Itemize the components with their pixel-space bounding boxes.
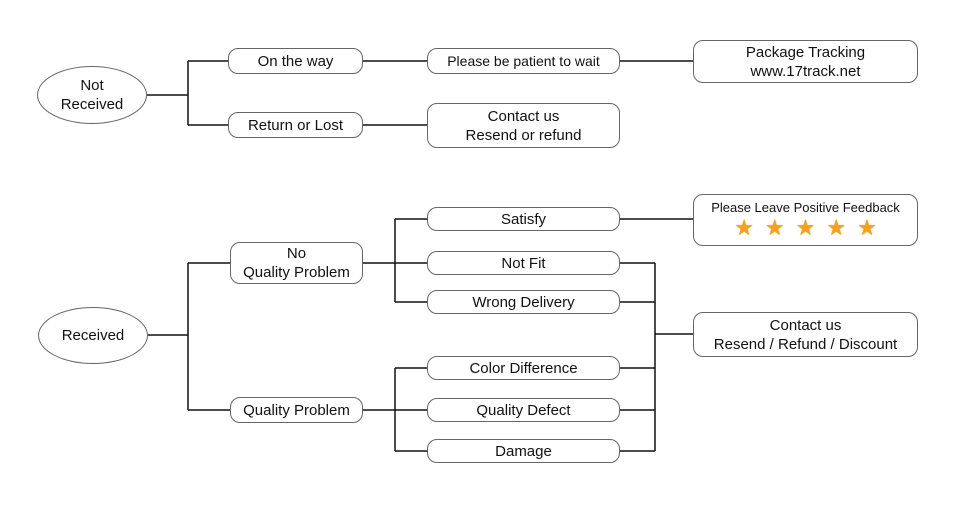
node-package-tracking-title: Package Tracking [745, 43, 866, 61]
node-not-fit: Not Fit [427, 251, 620, 275]
node-damage-label: Damage [495, 442, 552, 460]
node-quality-problem: Quality Problem [230, 397, 363, 423]
node-color-difference: Color Difference [427, 356, 620, 380]
node-received: Received [38, 307, 148, 364]
node-quality-problem-label: Quality Problem [243, 401, 350, 419]
node-please-be-patient-label: Please be patient to wait [447, 52, 600, 69]
package-tracking-url: www.17track.net [750, 62, 861, 80]
node-positive-feedback-title: Please Leave Positive Feedback [711, 200, 900, 215]
node-on-the-way-label: On the way [257, 52, 334, 70]
node-damage: Damage [427, 439, 620, 463]
node-wrong-delivery: Wrong Delivery [427, 290, 620, 314]
node-quality-defect: Quality Defect [427, 398, 620, 422]
node-package-tracking: Package Tracking www.17track.net [693, 40, 918, 83]
node-contact-discount-line2: Resend / Refund / Discount [713, 335, 898, 353]
node-no-quality-problem-line1: No [286, 245, 307, 262]
node-received-label: Received [61, 327, 125, 344]
node-return-or-lost: Return or Lost [228, 112, 363, 138]
node-color-difference-label: Color Difference [469, 359, 578, 377]
node-contact-discount-line1: Contact us [769, 316, 842, 334]
node-not-fit-label: Not Fit [501, 254, 546, 272]
node-not-received: Not Received [37, 66, 147, 124]
node-wrong-delivery-label: Wrong Delivery [472, 293, 575, 311]
node-please-be-patient: Please be patient to wait [427, 48, 620, 74]
node-contact-resend-refund-discount: Contact us Resend / Refund / Discount [693, 312, 918, 357]
node-satisfy: Satisfy [427, 207, 620, 231]
node-return-or-lost-label: Return or Lost [247, 116, 344, 134]
node-contact-resend-refund-line2: Resend or refund [465, 126, 582, 144]
node-positive-feedback: Please Leave Positive Feedback ★★★★★ [693, 194, 918, 246]
five-star-rating-icon: ★★★★★ [734, 215, 888, 240]
node-no-quality-problem-line2: Quality Problem [243, 264, 350, 281]
node-no-quality-problem: No Quality Problem [230, 242, 363, 284]
node-quality-defect-label: Quality Defect [476, 401, 571, 419]
node-contact-resend-refund-line1: Contact us [487, 107, 560, 125]
node-on-the-way: On the way [228, 48, 363, 74]
node-satisfy-label: Satisfy [500, 210, 546, 228]
node-contact-resend-refund: Contact us Resend or refund [427, 103, 620, 148]
node-not-received-label: Not Received [60, 77, 124, 113]
